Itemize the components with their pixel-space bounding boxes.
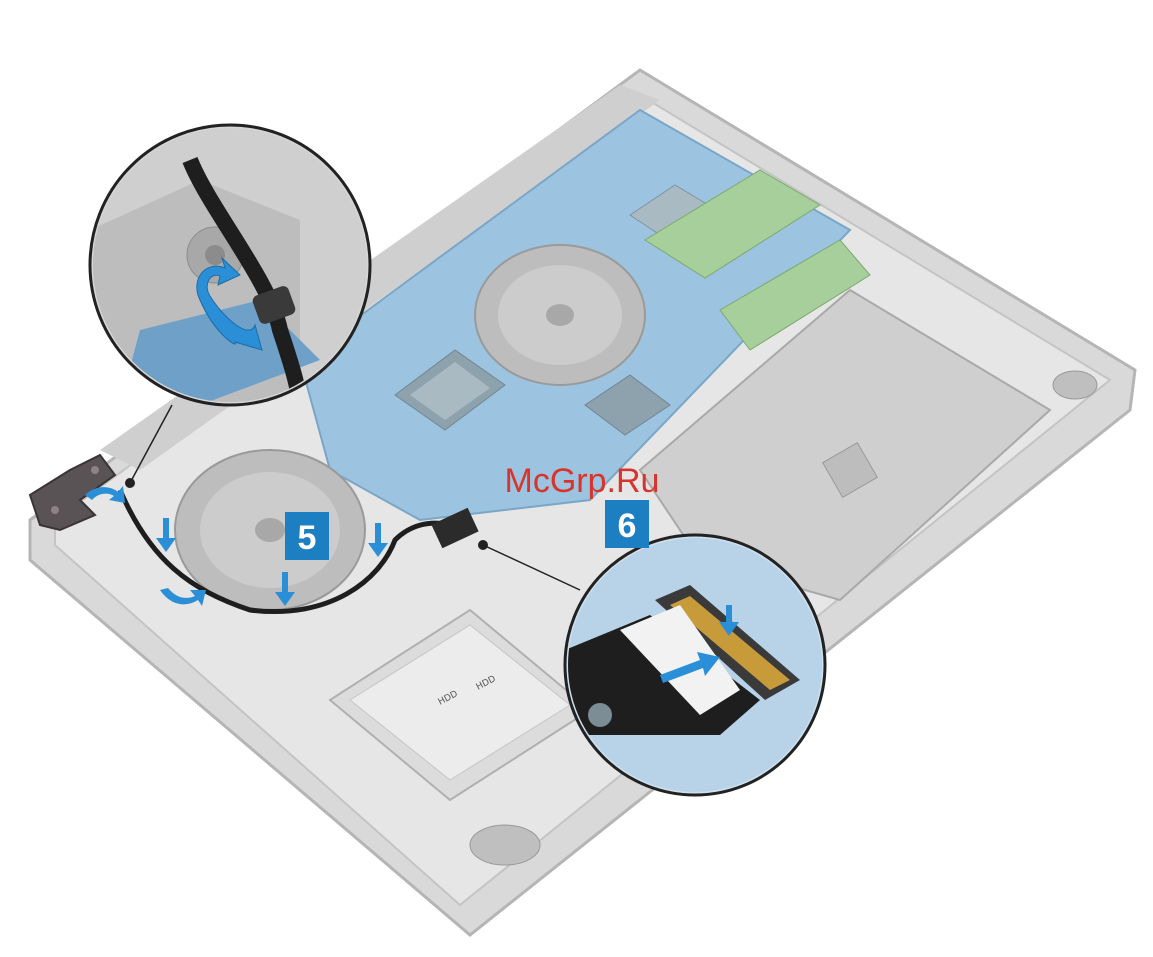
system-fan-upper [475,245,645,385]
watermark-text: McGrp.Ru [505,462,660,500]
step-badge-5: 5 [285,512,329,560]
zoom-callout-connector [565,535,825,795]
step-number-5: 5 [298,519,317,557]
step-number-6: 6 [618,507,637,545]
system-fan-lower [175,450,365,610]
step-badge-6: 6 [605,500,649,548]
